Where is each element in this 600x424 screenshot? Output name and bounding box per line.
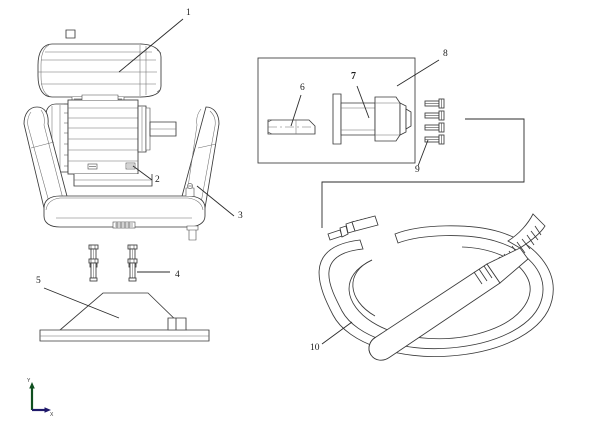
leader-5 xyxy=(43,287,120,319)
callout-5: 5 xyxy=(36,276,41,286)
leader-3 xyxy=(196,185,235,217)
leader-9 xyxy=(417,139,429,167)
callout-labels: 1 2 3 4 5 6 7 8 9 10 xyxy=(36,8,448,353)
leader-6 xyxy=(290,94,302,127)
callout-9: 9 xyxy=(415,165,420,175)
part-tubular-frame-handle xyxy=(23,106,220,241)
hose-coupling-end xyxy=(327,215,379,241)
screw xyxy=(424,134,445,145)
screw xyxy=(424,98,445,109)
callout-7: 7 xyxy=(351,71,356,82)
part-engine-cover-tank xyxy=(37,29,162,104)
axis-y-arrowhead xyxy=(29,382,35,389)
screw xyxy=(424,122,445,133)
leader-2 xyxy=(132,165,153,181)
part-coupling-connector xyxy=(332,93,412,145)
assembly-bracket-line xyxy=(321,118,525,228)
leader-10 xyxy=(321,321,353,345)
part-flexible-shaft-hose xyxy=(318,213,554,361)
leader-lines xyxy=(43,18,440,345)
callout-8: 8 xyxy=(443,49,448,59)
screw xyxy=(424,110,445,121)
axis-x-arrowhead xyxy=(44,407,51,413)
part-screw-set xyxy=(424,98,445,145)
part-base-skid-plate xyxy=(39,292,210,342)
part-detail-inset-box xyxy=(257,57,416,164)
axis-indicator: Y X xyxy=(27,378,54,418)
callout-6: 6 xyxy=(300,83,305,93)
callout-3: 3 xyxy=(238,211,243,221)
axis-y-label: Y xyxy=(27,378,31,384)
part-mounting-bolts xyxy=(88,244,138,282)
leader-1 xyxy=(118,18,184,73)
axis-x-label: X xyxy=(50,412,54,418)
part-electric-motor xyxy=(45,94,177,187)
callout-1: 1 xyxy=(186,8,191,18)
bolt xyxy=(88,258,99,282)
bolt xyxy=(127,258,138,282)
leader-8 xyxy=(396,59,440,87)
vibrator-poker-head xyxy=(368,213,546,361)
callout-2: 2 xyxy=(155,175,160,185)
callout-4: 4 xyxy=(175,270,180,280)
part-shaft-key-tip xyxy=(267,119,316,135)
leader-7 xyxy=(356,85,370,119)
callout-10: 10 xyxy=(310,343,320,353)
